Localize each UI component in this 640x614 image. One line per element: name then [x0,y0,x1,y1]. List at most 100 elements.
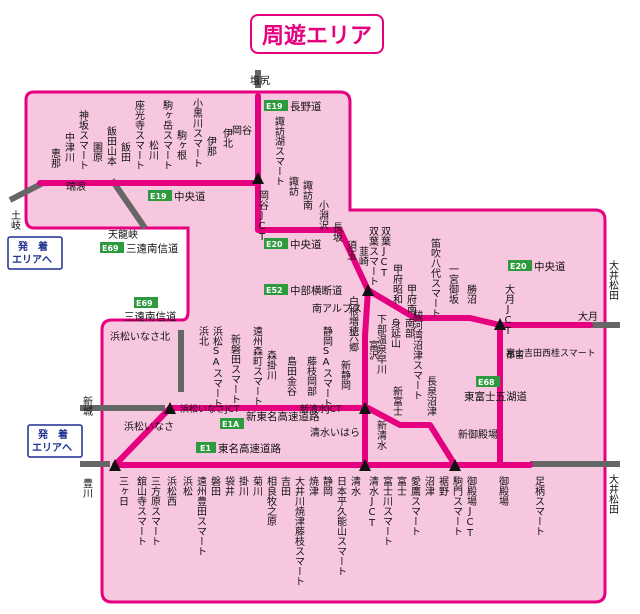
exit-katsunuma: 勝沼 [465,283,477,305]
title-text: 周遊エリア [261,24,372,49]
exit-enshu_toyota: 遠州豊田スマート [195,475,207,556]
exit-iida_yamamoto: 飯田山本 [105,125,117,167]
exit-shimizu_jct2: 清水JCT [367,475,379,529]
exit-shin_fuji: 新富士 [391,385,403,416]
label-fyn: 富士吉田西桂スマート [506,347,596,359]
exit-okaya_jct: 岡谷JCT [257,190,269,243]
exit-shin_shizuoka: 新静岡 [339,359,351,391]
exit-yoshida: 吉田 [279,476,291,496]
exit-hamanako_smart: 舘山寺スマート [135,475,147,546]
label-okaya: 岡谷 [232,125,252,137]
chuo-c-name: 中央道 [290,238,322,251]
exit-komagane: 駒ヶ根 [175,130,187,161]
label-tenryukyo: 天龍峡 [108,228,138,241]
exit-iida: 飯田 [119,141,131,162]
label-shimizu-ihara: 清水いはら [310,426,360,439]
tomei-code: E1 [200,444,211,453]
exit-kikugawa: 菊川 [251,476,263,496]
hamamatsu-jct-marker [164,402,176,414]
exit-ashigara: 足柄スマート [533,476,545,536]
futaba-jct-marker [362,284,374,296]
exit-futaba_smart: 双葉スマート [367,226,379,286]
exit-shizuoka_sa: 静岡SAスマート [321,325,333,408]
exit-sonohara: 園原 [91,142,103,162]
horizontal-labels: 塩尻 岡谷 瑞浪 天龍峡 浜松いなさ北 浜松いなさJCT 浜松いなさ 新清水JC… [66,74,598,441]
exit-nirasaki: 韮崎 [357,246,369,266]
exit-kamiina: 神坂スマート [77,109,89,170]
exit-suwa: 諏訪 [287,175,299,197]
exit-shimobe: 下部温泉早川 [375,314,387,374]
exit-morikakegawa: 森掛川 [265,349,277,380]
chubu-code: E52 [266,286,283,295]
arrival-south-line2: エリアへ [32,442,72,454]
exit-gotemba_jct2: 御殿場JCT [465,475,477,539]
otsuki-jct-marker [494,318,506,330]
mikkabi-jct-marker [109,459,121,471]
label-minami-alps: 南アルプス [312,302,362,315]
arrival-box-north[interactable]: 発 着 エリアへ [7,236,63,270]
exit-shimizu: 清水 [349,475,361,496]
outside-roads [8,70,620,467]
label-shinshimizu-jct: 新清水JCT [300,403,342,415]
arrival-box-south[interactable]: 発 着 エリアへ [27,424,83,458]
exit-hamamatsu: 浜松 [181,476,193,497]
exit-ashitaka: 愛鷹スマート [409,475,421,536]
edge-yamato_edge: 大井松田 [607,259,619,300]
exit-ina: 伊那 [205,136,217,156]
exit-shinshimizu: 新清水 [375,419,387,450]
exit-nagasaka: 長坂 [331,222,343,243]
exit-shirane: 白根 [347,295,359,317]
exit-enshu_morimachi: 遠州森町スマート [251,325,263,406]
label-otsuki: 大月 [578,310,598,323]
sanen2-name: 三遠南信道 [124,310,177,323]
vertical-labels: 神坂スマート中津川恵那園原飯田山本飯田座光寺スマート松川駒ヶ岳スマート駒ヶ根小黒… [9,98,619,586]
exit-suwako: 諏訪湖スマート [273,115,285,186]
exit-numazu: 沼津 [423,475,435,497]
exit-ina_kita: 伊北 [221,128,233,148]
tomei-name: 東名高速道路 [218,442,281,455]
shimizu-jct-marker [359,459,371,471]
chuo-e-name: 中央道 [534,260,566,273]
exit-ena: 恵那 [49,147,61,168]
exit-koyama: 駒門スマート [451,476,463,536]
exit-nihondaira: 日本平久能山スマート [335,476,347,576]
exit-rokugo: 六郷 [347,332,359,353]
exit-fuji: 富士 [395,475,407,496]
chubu-name: 中部横断道 [290,284,343,297]
route-badges: E19 長野道 E19 中央道 E20 中央道 E20 中央道 E69 三遠南信… [100,100,566,455]
exit-otsuki_jct: 大月JCT [503,283,515,337]
exit-fuefuki: 笛吹八代スマート [429,237,441,318]
exit-gotemba: 御殿場 [497,475,509,507]
exit-sudama: 須玉 [345,240,357,260]
exit-shizuoka: 静岡 [321,475,333,497]
tour-area [24,90,607,604]
exit-yaizu: 焼津 [307,476,319,497]
chuo-w-name: 中央道 [174,190,206,203]
exit-minobu_yamanaka: 身延山 [389,317,401,348]
exit-iwata: 磐田 [209,475,221,496]
exit-mikkabi: 三ヶ日 [117,476,129,506]
gotemba-jct-marker [449,459,461,471]
exit-shin_shiro: 浜北 [197,326,209,346]
exit-suwa_minami: 諏訪南 [301,179,313,210]
arrival-north-line2: エリアへ [12,254,52,266]
shintomei-name: 新東名高速道路 [246,410,320,423]
exit-nagaizumi: 長泉沼津 [425,376,437,417]
exit-fujieda_okabe: 藤枝岡部 [305,356,317,397]
page-title: 周遊エリア [250,14,384,54]
exit-fuji_kawa: 富士川スマート [381,475,393,546]
arrival-north-line1: 発 着 [17,240,48,253]
exit-surugawan_numazu: 駿河湾沼津スマート [411,309,423,400]
exit-sagara_makinohara: 相良牧之原 [265,475,277,526]
exit-fukuroi: 袋井 [223,475,235,497]
label-inasa: 浜松いなさ [124,420,174,433]
edge-toki_edge: 土岐 [9,209,21,231]
exit-masuho: 増穂 [347,315,359,337]
nagano-name: 長野道 [290,100,322,113]
exit-kobuchizawa: 小淵沢 [317,200,329,231]
sanen1-code: E69 [102,244,119,253]
nagano-code: E19 [266,102,283,111]
exit-kakegawa: 掛川 [237,475,249,496]
sanen2-code: E69 [136,299,153,308]
